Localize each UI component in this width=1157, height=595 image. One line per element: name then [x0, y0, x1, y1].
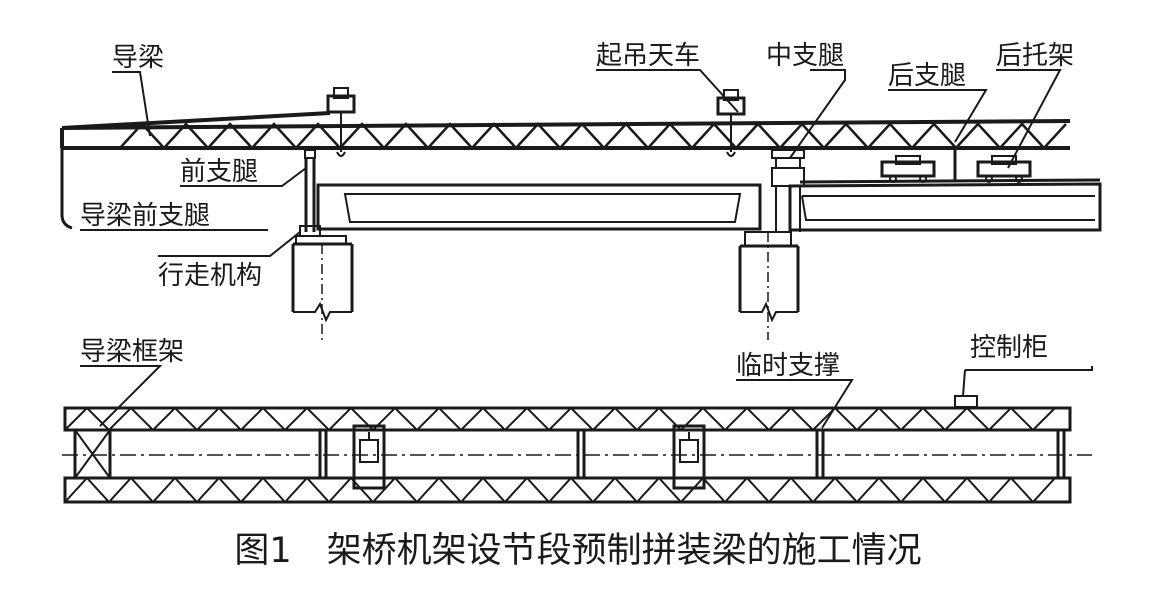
cross-frame-end [1056, 430, 1066, 478]
control-cabinet [954, 395, 978, 408]
plan-truss-top [63, 406, 1072, 432]
leader-lines [80, 69, 1062, 257]
plan-view [62, 365, 1093, 504]
rear-bracket-trolley-1 [880, 155, 936, 183]
plan-truss-bottom [63, 476, 1072, 504]
cross-frame-1 [318, 430, 328, 478]
labels: 导梁 起吊天车 中支腿 后支腿 后托架 前支腿 导梁前支腿 行走机构 导梁框架 … [80, 41, 1074, 381]
truss-top-chord-nose [61, 111, 331, 130]
girder-segment-left [316, 183, 762, 231]
guide-beam-frame [73, 428, 112, 480]
label-middle-leg: 中支腿 [766, 41, 844, 71]
truss-web [119, 122, 1067, 150]
girder-segment-right [788, 178, 1102, 232]
lifting-crane-1 [326, 87, 356, 157]
cross-frame-2 [576, 430, 586, 478]
temporary-support [815, 430, 825, 478]
label-front-leg: 前支腿 [180, 157, 258, 187]
lifting-crane-2 [716, 89, 746, 157]
label-rear-bracket: 后托架 [996, 41, 1074, 71]
guide-beam-front-leg [60, 148, 73, 230]
label-guide-beam-frame: 导梁框架 [80, 337, 184, 367]
label-walking-mechanism: 行走机构 [158, 261, 262, 291]
truss-top-chord [61, 119, 1071, 130]
label-lifting-crane: 起吊天车 [596, 41, 700, 71]
label-rear-leg: 后支腿 [888, 61, 966, 91]
middle-leg [771, 149, 805, 232]
truss-girder [60, 111, 1071, 150]
label-guide-beam-front-leg: 导梁前支腿 [80, 201, 210, 231]
front-leg [304, 149, 316, 232]
plan-crane-unit-2 [672, 424, 706, 490]
pier-left [291, 242, 354, 340]
elevation-view [60, 87, 1102, 340]
pier-right [738, 231, 800, 340]
label-temporary-support: 临时支撑 [736, 351, 840, 381]
rear-bracket-trolley-2 [976, 155, 1032, 183]
label-guide-beam: 导梁 [112, 43, 164, 73]
figure-caption: 图1 架桥机架设节段预制拼装梁的施工情况 [234, 531, 921, 571]
plan-crane-unit-1 [352, 424, 386, 490]
label-control-cabinet: 控制柜 [970, 333, 1048, 363]
